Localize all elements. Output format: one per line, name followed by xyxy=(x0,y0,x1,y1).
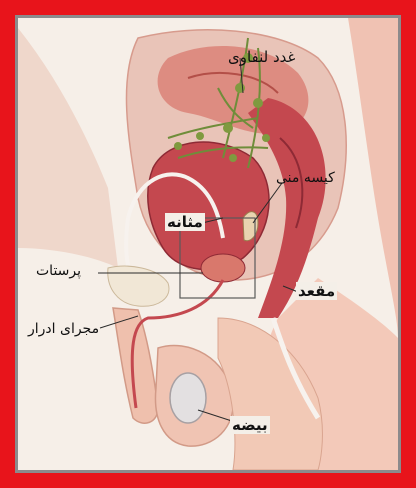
lymph-node-label: غدد لنفاوی xyxy=(228,48,295,66)
illustration-panel: غدد لنفاوی کیسه منی مثانه پرستات مقعد مج… xyxy=(15,15,401,473)
bladder-label: مثانه xyxy=(165,213,205,231)
seminal-vesicle-label: کیسه منی xyxy=(276,170,335,186)
prostate-label: پرستات xyxy=(36,263,81,279)
rectum-label: مقعد xyxy=(296,282,337,300)
urethra-label: مجرای ادرار xyxy=(28,321,99,337)
anatomy-illustration xyxy=(18,18,398,470)
testis-label: بیضه xyxy=(230,416,270,434)
